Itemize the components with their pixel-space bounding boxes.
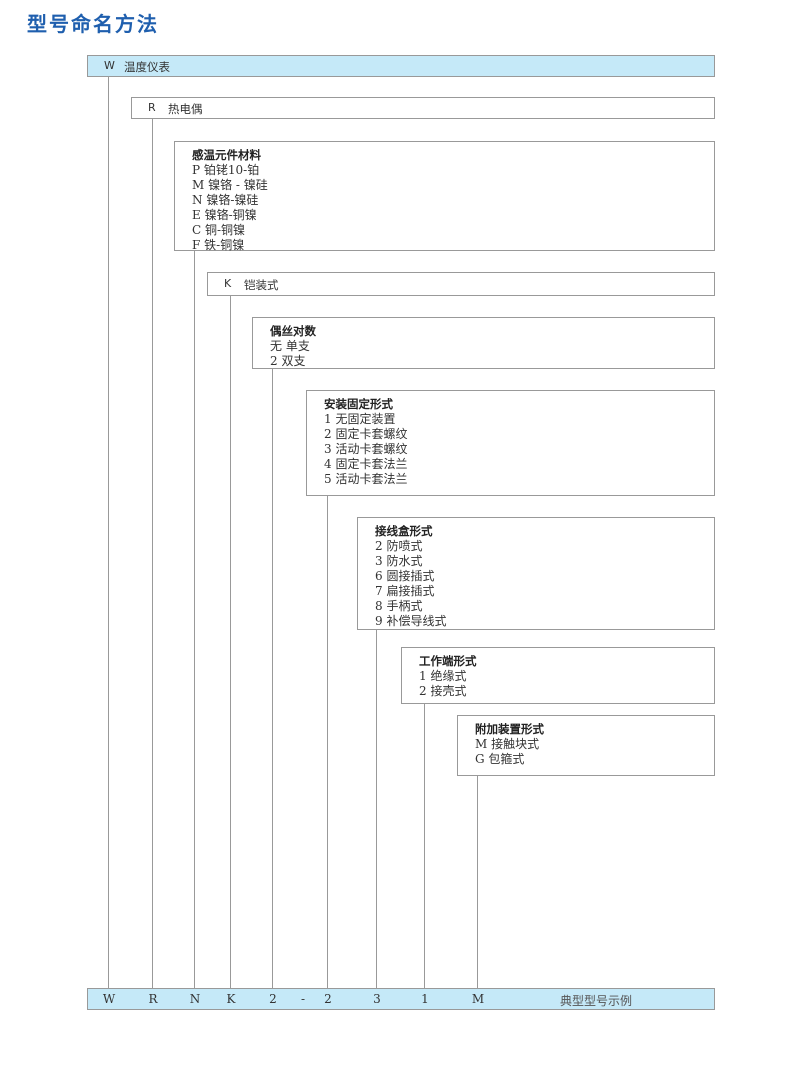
item: 3 活动卡套螺纹 bbox=[324, 442, 408, 456]
item: 无 单支 bbox=[270, 339, 310, 353]
item: 7 扁接插式 bbox=[375, 584, 435, 598]
connector-line bbox=[108, 76, 109, 988]
item: 1 无固定装置 bbox=[324, 412, 396, 426]
item: 2 防喷式 bbox=[375, 539, 423, 553]
item: 1 绝缘式 bbox=[419, 669, 467, 683]
item: E 镍铬-铜镍 bbox=[192, 208, 257, 222]
example-code: M bbox=[471, 992, 485, 1006]
item: G 包箍式 bbox=[475, 752, 525, 766]
code: R bbox=[148, 101, 156, 114]
heading: 安装固定形式 bbox=[324, 397, 393, 411]
example-code: 3 bbox=[373, 992, 381, 1006]
heading: 附加装置形式 bbox=[475, 722, 544, 736]
example-code: 2 bbox=[324, 992, 332, 1006]
item: 2 双支 bbox=[270, 354, 306, 368]
label: 铠装式 bbox=[244, 278, 279, 292]
junction-box-box: 接线盒形式 2 防喷式 3 防水式 6 圆接插式 7 扁接插式 8 手柄式 9 … bbox=[357, 517, 715, 630]
pairs-box: 偶丝对数 无 单支 2 双支 bbox=[252, 317, 715, 369]
page-title: 型号命名方法 bbox=[27, 12, 159, 36]
connector-line bbox=[230, 295, 231, 988]
item: 5 活动卡套法兰 bbox=[324, 472, 408, 486]
item: P 铂铑10-铂 bbox=[192, 163, 260, 177]
item: 2 接壳式 bbox=[419, 684, 467, 698]
code: W bbox=[104, 59, 115, 72]
example-code: N bbox=[189, 992, 201, 1006]
item: 8 手柄式 bbox=[375, 599, 423, 613]
level-temperature-instrument: W 温度仪表 bbox=[87, 55, 715, 77]
connector-line bbox=[376, 629, 377, 988]
connector-line bbox=[424, 703, 425, 988]
item: 3 防水式 bbox=[375, 554, 423, 568]
example-bar: W R N K 2 - 2 3 1 M 典型型号示例 bbox=[87, 988, 715, 1010]
example-code: 1 bbox=[421, 992, 429, 1006]
mounting-box: 安装固定形式 1 无固定装置 2 固定卡套螺纹 3 活动卡套螺纹 4 固定卡套法… bbox=[306, 390, 715, 496]
example-code: W bbox=[102, 992, 116, 1006]
item: 2 固定卡套螺纹 bbox=[324, 427, 408, 441]
item: M 镍铬 - 镍硅 bbox=[192, 178, 268, 192]
connector-line bbox=[477, 775, 478, 988]
example-label: 典型型号示例 bbox=[559, 994, 633, 1008]
example-code: 2 bbox=[269, 992, 277, 1006]
item: 6 圆接插式 bbox=[375, 569, 435, 583]
connector-line bbox=[272, 368, 273, 988]
code: K bbox=[224, 277, 232, 290]
item: 4 固定卡套法兰 bbox=[324, 457, 408, 471]
connector-line bbox=[194, 250, 195, 988]
heading: 感温元件材料 bbox=[192, 148, 261, 162]
connector-line bbox=[327, 495, 328, 988]
item: 9 补偿导线式 bbox=[375, 614, 447, 628]
example-code: K bbox=[226, 992, 236, 1006]
item: F 铁-铜镍 bbox=[192, 238, 245, 252]
label: 温度仪表 bbox=[124, 60, 170, 74]
armored-box: K 铠装式 bbox=[207, 272, 715, 296]
connector-line bbox=[152, 118, 153, 988]
item: N 镍铬-镍硅 bbox=[192, 193, 259, 207]
heading: 偶丝对数 bbox=[270, 324, 316, 338]
accessory-box: 附加装置形式 M 接触块式 G 包箍式 bbox=[457, 715, 715, 776]
level-thermocouple: R 热电偶 bbox=[131, 97, 715, 119]
label: 热电偶 bbox=[168, 102, 203, 116]
working-end-box: 工作端形式 1 绝缘式 2 接壳式 bbox=[401, 647, 715, 704]
item: M 接触块式 bbox=[475, 737, 540, 751]
item: C 铜-铜镍 bbox=[192, 223, 246, 237]
material-box: 感温元件材料 P 铂铑10-铂 M 镍铬 - 镍硅 N 镍铬-镍硅 E 镍铬-铜… bbox=[174, 141, 715, 252]
example-code: R bbox=[148, 992, 158, 1006]
heading: 接线盒形式 bbox=[375, 524, 433, 538]
heading: 工作端形式 bbox=[419, 654, 477, 668]
example-code: - bbox=[300, 992, 306, 1006]
